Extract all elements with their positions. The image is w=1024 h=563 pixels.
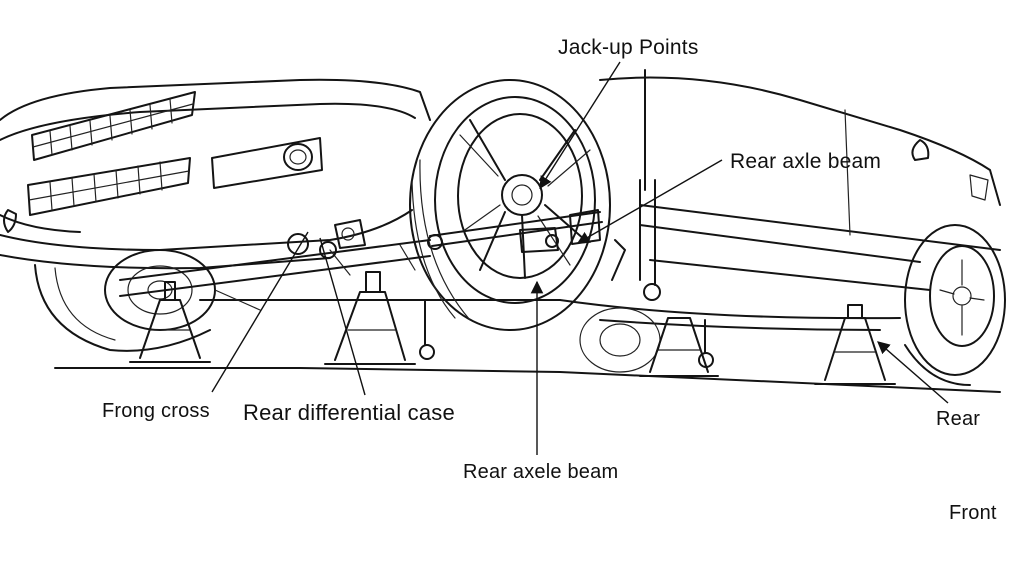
label-rear-axle-beam-top: Rear axle beam [730, 150, 882, 173]
leader-rear-axle-beam-top [576, 159, 723, 244]
front-cross-member [119, 219, 561, 311]
label-front: Front [949, 502, 997, 524]
raised-wheel [409, 79, 611, 331]
leader-rear-differential-case [319, 237, 366, 396]
leader-jack-up-points [539, 61, 621, 190]
label-rear: Rear [936, 408, 981, 430]
ground-line [54, 367, 1001, 393]
label-jack-up-points: Jack-up Points [558, 36, 699, 59]
label-rear-differential-case: Rear differential case [243, 400, 455, 425]
car-front-body [0, 78, 431, 270]
front-wheel [34, 249, 216, 352]
axle-rod [427, 209, 603, 253]
jack-stand-front-left [129, 281, 211, 363]
leader-frong-cross [211, 231, 309, 393]
rear-wheel [904, 224, 1006, 386]
leader-rear [877, 341, 949, 404]
jack-stand-rear-right [814, 304, 896, 385]
jack-stand-rear-center [639, 317, 719, 377]
label-rear-axele-beam-bottom: Rear axele beam [463, 461, 619, 483]
label-frong-cross: Frong cross [102, 400, 210, 422]
car-rear-body [599, 69, 1001, 291]
jack-stand-front-center [324, 271, 435, 365]
